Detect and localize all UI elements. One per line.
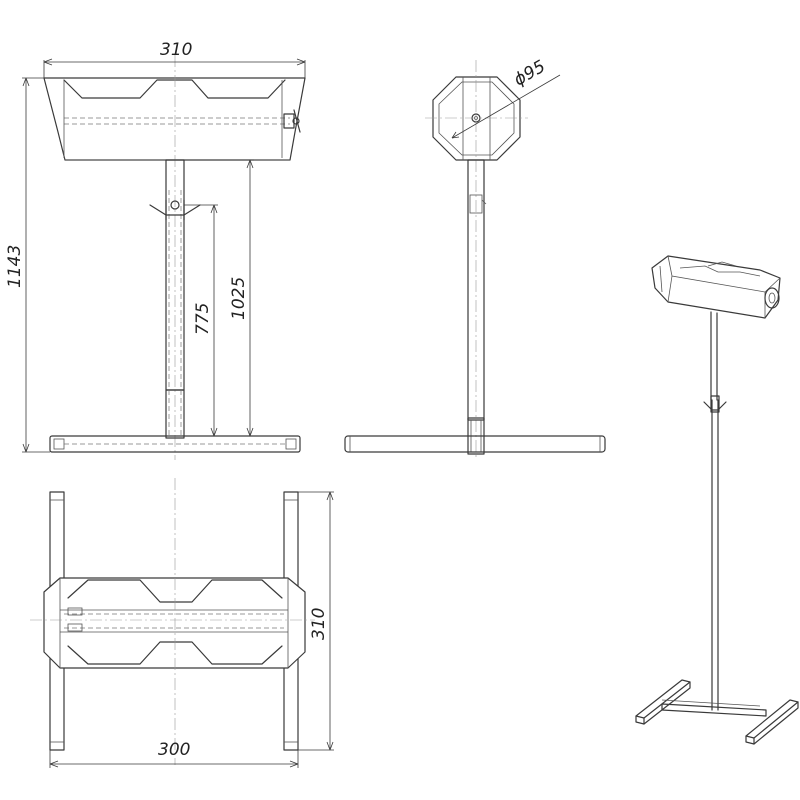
dim-top-depth: 310 xyxy=(298,491,334,751)
dim-top-width-label: 300 xyxy=(158,740,190,760)
top-tray-profile xyxy=(67,579,283,665)
dim-total-height: 1143 xyxy=(5,77,50,453)
side-roller-octagon xyxy=(432,76,521,161)
dim-top-width: 300 xyxy=(49,740,299,768)
front-height-clamp-icon xyxy=(149,199,201,221)
side-view: ϕ95 xyxy=(344,57,606,460)
front-tray xyxy=(43,77,306,161)
front-view: 310 1143 1025 775 xyxy=(5,40,306,460)
dim-total-height-label: 1143 xyxy=(5,245,25,288)
iso-column xyxy=(710,311,719,711)
top-tray xyxy=(43,577,306,669)
iso-base xyxy=(635,679,799,745)
dim-height-max-label: 1025 xyxy=(229,277,249,320)
top-view: 310 300 xyxy=(30,478,334,768)
dim-top-depth-label: 310 xyxy=(309,608,329,640)
dim-front-width-label: 310 xyxy=(160,40,192,60)
dim-roller-diameter: ϕ95 xyxy=(451,57,561,139)
front-lock-knob-icon xyxy=(283,109,301,133)
dim-height-max: 1025 xyxy=(184,159,254,437)
front-column-lower xyxy=(165,389,185,439)
side-base-bar xyxy=(344,435,606,453)
iso-tray xyxy=(651,255,781,319)
dim-height-min: 775 xyxy=(184,204,218,437)
isometric-view xyxy=(635,255,799,745)
front-tray-v-profile xyxy=(63,79,286,99)
front-base-bar xyxy=(49,435,301,453)
dim-front-width: 310 xyxy=(43,40,306,78)
side-column xyxy=(467,159,485,421)
iso-height-clamp-icon xyxy=(703,395,727,413)
dim-height-min-label: 775 xyxy=(193,303,213,335)
